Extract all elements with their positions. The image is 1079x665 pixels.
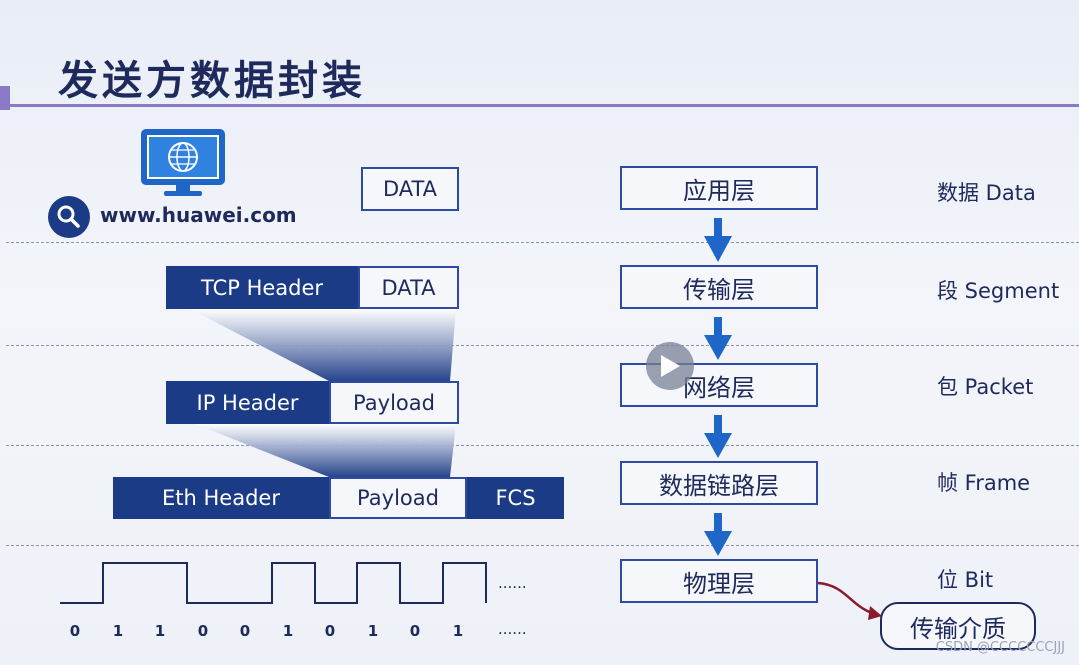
website-url: www.huawei.com	[100, 203, 297, 227]
title-accent-bar	[0, 86, 10, 110]
eth-fcs-box: FCS	[467, 477, 564, 519]
bits-ellipsis: ......	[498, 620, 527, 638]
page-title: 发送方数据封装	[58, 58, 366, 104]
bit-label: 1	[112, 622, 124, 640]
layer-transport: 传输层	[620, 265, 818, 309]
eth-payload-box: Payload	[329, 477, 467, 519]
transmission-medium: 传输介质	[880, 602, 1036, 650]
play-button[interactable]	[646, 342, 694, 390]
unit-segment: 段 Segment	[937, 279, 1060, 303]
unit-bit: 位 Bit	[937, 568, 994, 592]
tcp-header-box: TCP Header	[166, 266, 358, 309]
layer-datalink: 数据链路层	[620, 461, 818, 505]
watermark: CSDN @CCCCCCCJJJ	[935, 640, 1065, 655]
tcp-data-box: DATA	[358, 266, 459, 309]
tcp-to-ip-connector	[190, 309, 456, 381]
unit-frame: 帧 Frame	[937, 471, 1031, 495]
bit-label: 1	[282, 622, 294, 640]
separator-3	[6, 445, 1079, 446]
bit-label: 0	[324, 622, 336, 640]
separator-2	[6, 345, 1079, 346]
bit-label: 0	[69, 622, 81, 640]
separator-4	[6, 545, 1079, 546]
ip-header-box: IP Header	[166, 381, 329, 424]
bit-label: 1	[452, 622, 464, 640]
layer-application: 应用层	[620, 166, 818, 210]
bit-label: 0	[197, 622, 209, 640]
app-data-box: DATA	[361, 167, 459, 211]
search-icon	[48, 196, 90, 238]
waveform-ellipsis: ......	[498, 574, 527, 592]
bit-label: 1	[154, 622, 166, 640]
bit-label: 0	[239, 622, 251, 640]
monitor-globe-icon	[141, 129, 225, 196]
separator-1	[6, 242, 1079, 243]
layer-physical: 物理层	[620, 559, 818, 603]
unit-data: 数据 Data	[937, 181, 1036, 205]
title-divider	[0, 104, 1079, 107]
ip-to-eth-connector	[195, 424, 456, 477]
unit-packet: 包 Packet	[937, 375, 1034, 399]
play-icon	[661, 355, 680, 377]
eth-header-box: Eth Header	[113, 477, 329, 519]
bit-label: 0	[409, 622, 421, 640]
ip-payload-box: Payload	[329, 381, 459, 424]
bit-label: 1	[367, 622, 379, 640]
